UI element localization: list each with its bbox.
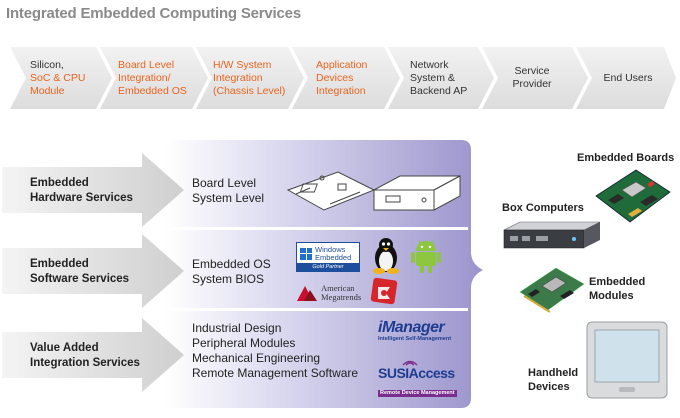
chevron-4	[292, 47, 400, 109]
embedded-board-image	[595, 169, 671, 223]
product-label-box-computers: Box Computers	[502, 202, 584, 214]
chevron-1	[10, 47, 112, 109]
value-chain: Silicon, SoC & CPU Module Board Level In…	[0, 47, 680, 109]
box-computer-image	[503, 221, 601, 249]
hardware-services-items: Board Level System Level	[192, 176, 265, 205]
linux-penguin-icon	[373, 238, 399, 274]
chevron-3	[196, 47, 304, 109]
ami-triangle-icon	[297, 286, 317, 301]
red-os-badge-icon	[370, 277, 398, 305]
android-robot-icon	[411, 240, 441, 273]
integration-services-items: Industrial Design Peripheral Modules Mec…	[192, 321, 359, 380]
embedded-module-image	[519, 267, 585, 313]
chevron-2	[100, 47, 208, 109]
chevron-5	[388, 47, 494, 109]
product-label-embedded-boards: Embedded Boards	[577, 152, 675, 164]
software-services-label: Embedded Software Services	[30, 258, 130, 285]
product-label-embedded-modules: Embedded Modules	[589, 276, 646, 302]
chain-step-network: Network System & Backend AP	[410, 58, 468, 97]
chain-step-application: Application Devices Integration	[316, 58, 368, 97]
windows-embedded-logo: Windows Embedded Gold Partner	[296, 242, 360, 272]
page-title: Integrated Embedded Computing Services	[6, 5, 301, 22]
wireless-signal-icon	[402, 360, 418, 366]
hardware-services-label: Embedded Hardware Services	[30, 177, 133, 204]
value-chain-chevrons	[10, 47, 676, 109]
product-label-handheld-devices: Handheld Devices	[528, 367, 579, 393]
chain-step-board-level: Board Level Integration/ Embedded OS	[118, 58, 187, 97]
chain-step-end-users: End Users	[603, 71, 653, 84]
chain-step-silicon: Silicon, SoC & CPU Module	[30, 58, 86, 97]
chain-step-service-provider: Service Provider	[512, 65, 552, 90]
panel-divider-1	[170, 227, 468, 230]
box-system-sketch-icon	[373, 175, 461, 211]
board-sketch-icon	[286, 171, 376, 211]
chain-step-hw-system: H/W System Integration (Chassis Level)	[213, 58, 286, 97]
chevron-6	[482, 47, 588, 109]
panel-divider-2	[170, 308, 468, 311]
integration-services-arrow	[2, 318, 184, 392]
imanager-logo: iManager Intelligent Self-Management	[378, 319, 452, 343]
hardware-services-arrow	[2, 153, 184, 227]
handheld-device-image	[586, 321, 668, 399]
software-services-items: Embedded OS System BIOS	[192, 257, 271, 286]
hardware-illustration	[286, 171, 461, 211]
software-services-arrow	[2, 234, 184, 308]
integration-services-label: Value Added Integration Services	[30, 342, 140, 369]
windows-flag-icon	[300, 247, 312, 260]
american-megatrends-logo: American Megatrends	[296, 282, 362, 304]
susiaccess-logo: SUSIAccess Remote Device Management	[378, 358, 462, 399]
chevron-7	[576, 47, 676, 109]
